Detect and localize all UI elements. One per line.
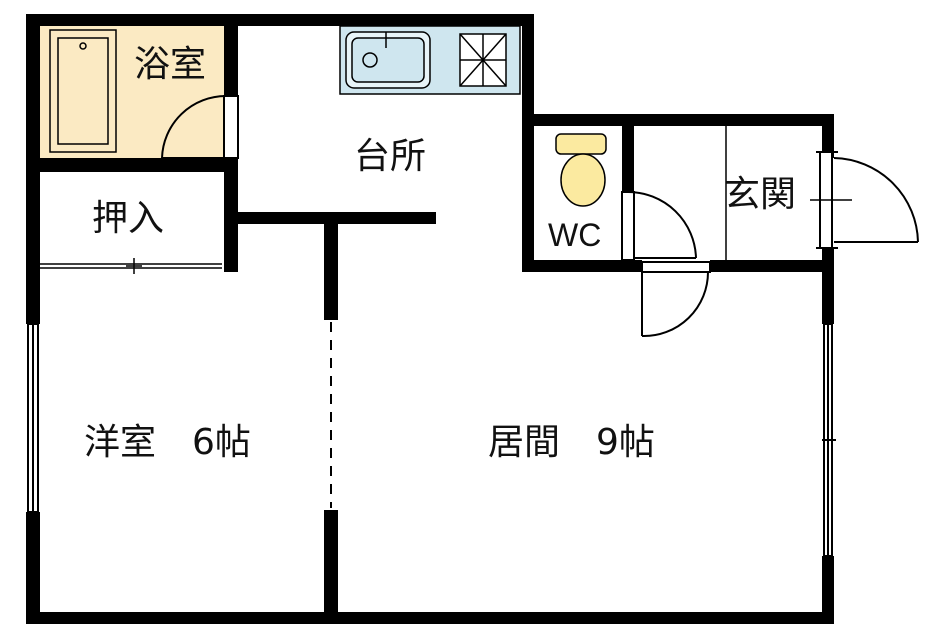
- closet-sliding-door: [40, 258, 222, 274]
- toilet-label: WC: [548, 217, 601, 253]
- front-door: [810, 151, 919, 249]
- closet-label: 押入: [92, 198, 164, 239]
- living-room-door: [641, 261, 711, 338]
- living-room-label: 居間 9帖: [488, 422, 655, 463]
- kitchen-label: 台所: [354, 136, 426, 177]
- walls: [26, 14, 834, 624]
- bathroom-floor: [40, 20, 230, 162]
- entrance-label: 玄関: [724, 174, 796, 215]
- kitchen-counter: [339, 25, 521, 95]
- bathtub-icon: [49, 29, 117, 153]
- wc-door: [621, 191, 697, 261]
- bathroom-door: [161, 95, 239, 159]
- windows: [27, 323, 836, 557]
- toilet-icon: [555, 133, 607, 207]
- western-room-label: 洋室 6帖: [84, 422, 251, 463]
- bathroom-label: 浴室: [134, 44, 206, 85]
